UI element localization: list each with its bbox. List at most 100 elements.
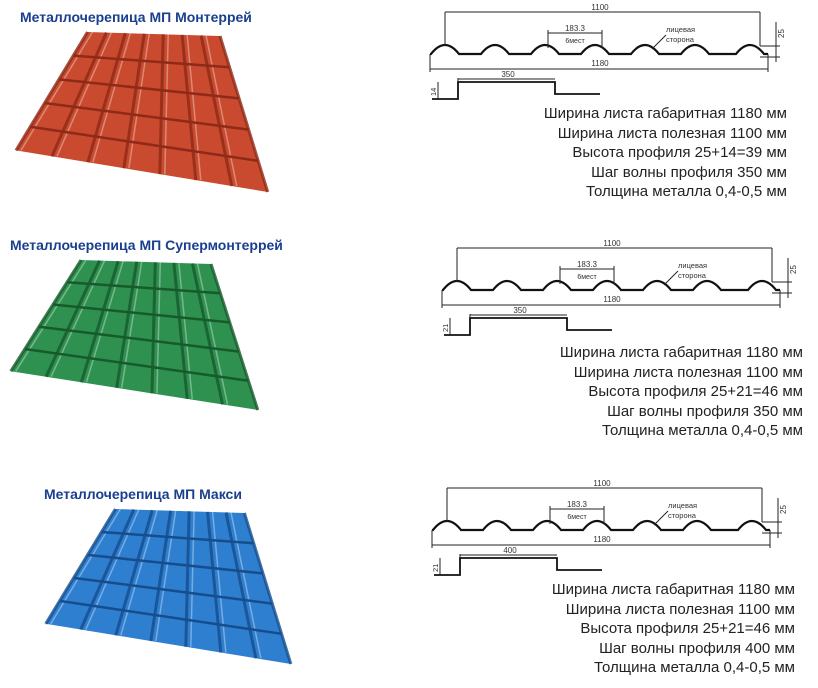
face-label: лицевая: [668, 501, 697, 510]
spec-total-width: Ширина листа габаритная 1180 мм: [551, 581, 795, 598]
face-label: лицевая: [678, 261, 707, 270]
dim-pitch: 183.3: [565, 24, 586, 33]
tile-highlight: [92, 32, 132, 163]
tile-highlight: [128, 33, 151, 169]
face-label: сторона: [668, 511, 697, 520]
tile-highlight: [224, 35, 273, 193]
spec-profile-height: Высота профиля 25+14=39 мм: [572, 144, 787, 161]
tile-rib: [115, 261, 139, 389]
profile-wave: [430, 43, 768, 56]
tile-highlight: [186, 34, 202, 181]
tile-highlight: [120, 509, 158, 636]
dim-pitch: 183.3: [577, 260, 598, 269]
tile-rib: [9, 259, 83, 373]
pitch-note: 6мест: [567, 514, 587, 521]
tile-highlight: [164, 34, 169, 175]
tile-step: [24, 347, 249, 383]
spec-thickness: Толщина металла 0,4-0,5 мм: [602, 422, 803, 439]
specs-list: Ширина листа габаритная 1180 мм Ширина л…: [560, 343, 803, 441]
dim-height: 25: [779, 505, 788, 514]
tile-rib: [149, 510, 173, 642]
pitch-note: 6мест: [577, 274, 597, 281]
tile-step: [30, 125, 259, 163]
spec-profile-height: Высота профиля 25+21=46 мм: [580, 620, 795, 637]
tile-rib: [150, 262, 157, 394]
tile-highlight: [155, 510, 177, 642]
tile-rib: [190, 263, 224, 405]
tile-rib: [86, 32, 127, 163]
tile-highlight: [230, 512, 262, 659]
face-label: сторона: [678, 271, 707, 280]
dim-step: 350: [513, 306, 527, 315]
spec-thickness: Толщина металла 0,4-0,5 мм: [586, 183, 787, 200]
tile-step: [87, 553, 264, 575]
tile-rib: [180, 34, 198, 181]
dim-step-height: 21: [441, 324, 450, 332]
tile-rib: [44, 259, 101, 378]
pitch-note: 6мест: [565, 38, 585, 45]
face-label: лицевая: [666, 25, 695, 34]
tile-highlight: [85, 260, 124, 383]
spec-useful-width: Ширина листа полезная 1100 мм: [565, 600, 795, 618]
tile-highlight: [56, 32, 113, 157]
product-title: Металлочерепица МП Монтеррей: [20, 9, 252, 25]
dim-step: 400: [503, 546, 517, 555]
tile-step: [73, 576, 273, 605]
dim-step-height: 14: [429, 88, 438, 96]
product-title: Металлочерепица МП Супермонтеррей: [10, 237, 283, 253]
tile-rib: [114, 509, 154, 636]
step-profile: [432, 81, 600, 100]
tile-rib: [122, 33, 146, 169]
tile-step: [66, 280, 221, 295]
dim-useful-width: 1100: [591, 3, 609, 12]
dim-total-width: 1180: [603, 295, 621, 304]
tile-highlight: [50, 508, 122, 625]
specs-list: Ширина листа габаритная 1180 мм Ширина л…: [544, 104, 787, 202]
dim-total-width: 1180: [593, 535, 611, 544]
spec-profile-height: Высота профиля 25+21=46 мм: [588, 383, 803, 400]
profile-wave: [442, 279, 780, 292]
leader-line: [663, 270, 679, 286]
dim-height: 25: [777, 29, 786, 38]
spec-total-width: Ширина листа габаритная 1180 мм: [559, 344, 803, 361]
tile-highlight: [20, 31, 94, 151]
tile-rib: [209, 263, 260, 411]
tile-highlight: [196, 263, 229, 405]
spec-thickness: Толщина металла 0,4-0,5 мм: [594, 659, 795, 676]
tile-rib: [206, 511, 223, 653]
dim-step: 350: [501, 70, 515, 79]
leader-line: [653, 510, 669, 526]
tile-step: [73, 54, 230, 69]
tile-highlight: [215, 263, 263, 411]
tile-highlight: [178, 262, 193, 399]
tile-rib: [158, 34, 165, 175]
tile-step: [101, 530, 254, 545]
tile-image: [14, 31, 273, 193]
tile-rib: [79, 508, 136, 631]
tile-highlight: [120, 261, 143, 388]
spec-wave-step: Шаг волны профиля 350 мм: [607, 402, 803, 420]
tile-step: [52, 303, 230, 324]
spec-wave-step: Шаг волны профиля 350 мм: [591, 163, 787, 181]
tile-image: [44, 508, 296, 665]
dim-useful-width: 1100: [603, 239, 621, 248]
tile-image: [9, 259, 263, 411]
leader-line: [651, 34, 667, 50]
product-title: Металлочерепица МП Макси: [44, 486, 242, 502]
spec-useful-width: Ширина листа полезная 1100 мм: [557, 124, 787, 142]
tile-highlight: [156, 262, 162, 394]
specs-list: Ширина листа габаритная 1180 мм Ширина л…: [552, 580, 795, 678]
tile-step: [38, 325, 240, 353]
profile-wave: [432, 519, 770, 532]
tile-highlight: [85, 509, 140, 630]
dim-useful-width: 1100: [593, 479, 611, 488]
face-label: сторона: [666, 35, 695, 44]
spec-total-width: Ширина листа габаритная 1180 мм: [543, 105, 787, 122]
tile-highlight: [211, 511, 227, 653]
tile-step: [59, 599, 282, 636]
tile-highlight: [205, 35, 238, 187]
